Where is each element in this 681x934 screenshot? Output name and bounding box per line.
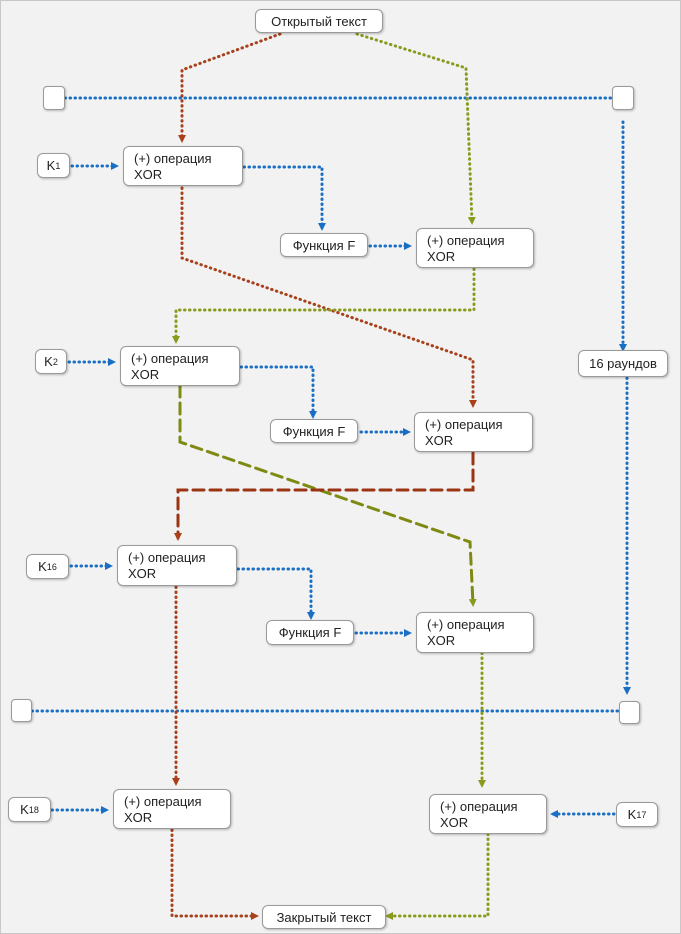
- xor-line2: XOR: [134, 167, 163, 182]
- plaintext-right-arrow: [355, 32, 476, 225]
- xor-line1: (+) операция: [425, 417, 503, 432]
- function-f-3: Функция F: [266, 620, 354, 645]
- xor-line2: XOR: [427, 633, 456, 648]
- xor2-to-f2: [239, 365, 317, 419]
- function-label: Функция F: [292, 237, 356, 253]
- plaintext-box: Открытый текст: [255, 9, 383, 33]
- function-f-2: Функция F: [270, 419, 358, 443]
- xor-line2: XOR: [124, 810, 153, 825]
- xor-round1-left: (+) операция XOR: [123, 146, 243, 186]
- xor4-to-xor3: [174, 451, 475, 541]
- key-index: 17: [636, 809, 647, 820]
- key-prefix: K: [38, 559, 47, 574]
- xor-line1: (+) операция: [131, 351, 209, 366]
- left-swap-box-top: [43, 86, 65, 110]
- key-index: 16: [46, 561, 57, 572]
- xor-round16-left: (+) операция XOR: [117, 545, 237, 586]
- xor-round1-right: (+) операция XOR: [416, 228, 534, 268]
- xor-round2-right: (+) операция XOR: [414, 412, 533, 452]
- key-prefix: K: [44, 354, 53, 369]
- xor-line1: (+) операция: [427, 233, 505, 248]
- xor1-to-f1: [242, 165, 326, 231]
- ciphertext-label: Закрытый текст: [276, 909, 372, 925]
- xor-line2: XOR: [425, 433, 454, 448]
- xor-line1: (+) операция: [134, 151, 212, 166]
- rounds-label: 16 раундов: [589, 356, 657, 371]
- xor-final-left: (+) операция XOR: [113, 789, 231, 829]
- right-swap-box-bottom: [619, 701, 640, 724]
- xor2r-to-xor2: [172, 267, 476, 344]
- key-prefix: K: [627, 807, 637, 822]
- function-label: Функция F: [282, 423, 346, 439]
- xor-line1: (+) операция: [128, 550, 206, 565]
- rounds-box: 16 раундов: [578, 350, 668, 377]
- plaintext-left-arrow: [178, 32, 282, 143]
- xor3-to-f3: [236, 567, 315, 620]
- xor-line2: XOR: [128, 566, 157, 581]
- key-index: 1: [55, 160, 61, 171]
- function-f-1: Функция F: [280, 233, 368, 257]
- key-index: 18: [28, 804, 39, 815]
- key-index: 2: [52, 356, 58, 367]
- right-swap-box-top: [612, 86, 634, 110]
- left-swap-box-bottom: [11, 699, 32, 722]
- plaintext-label: Открытый текст: [271, 13, 367, 29]
- function-label: Функция F: [278, 625, 342, 640]
- xor1-to-xor4: [180, 186, 477, 408]
- xor5-to-cipher: [170, 828, 259, 920]
- xor-line1: (+) операция: [427, 617, 505, 632]
- xor-line2: XOR: [427, 249, 456, 264]
- xor-final-right: (+) операция XOR: [429, 794, 547, 834]
- xor-round2-left: (+) операция XOR: [120, 346, 240, 386]
- xor-line1: (+) операция: [440, 799, 518, 814]
- ciphertext-box: Закрытый текст: [262, 905, 386, 929]
- xor2-to-xor3r: [178, 384, 477, 607]
- xor6-to-cipher: [385, 832, 490, 920]
- xor-round16-right: (+) операция XOR: [416, 612, 534, 653]
- key-prefix: K: [46, 158, 56, 173]
- xor-line2: XOR: [440, 815, 469, 830]
- xor-line1: (+) операция: [124, 794, 202, 809]
- key-prefix: K: [20, 802, 29, 817]
- xor-line2: XOR: [131, 367, 160, 382]
